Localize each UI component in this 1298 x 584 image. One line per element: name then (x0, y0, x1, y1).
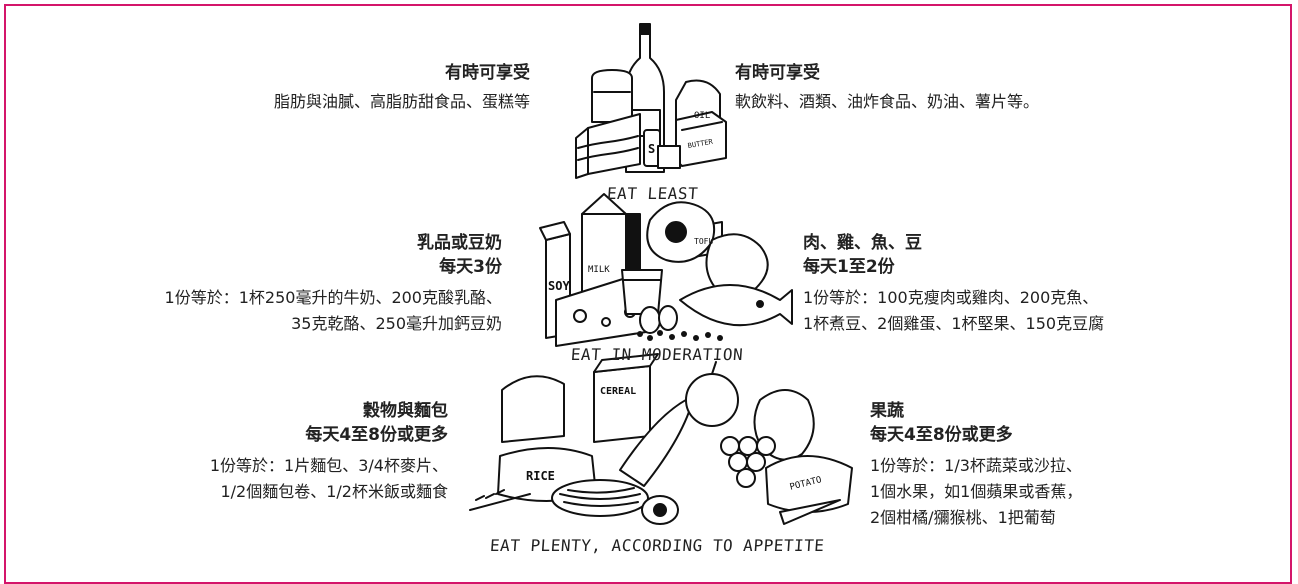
mid-left-title: 乳品或豆奶 (417, 233, 502, 253)
top-left-line: 脂肪與油膩、高脂肪甜食品、蛋糕等 (273, 92, 530, 111)
middle-tier-foods (539, 193, 793, 347)
bottom-tier-foods (469, 353, 853, 525)
label-rice: RICE (526, 469, 555, 483)
bottom-left-line-1: 1份等於：1片麵包、3/4杯麥片、 (209, 456, 448, 475)
label-soy: SOY (548, 279, 570, 293)
top-right-block: 有時可享受 軟飲料、酒類、油炸食品、奶油、薯片等。 (735, 61, 1235, 113)
mid-right-line-1: 1份等於：100克瘦肉或雞肉、200克魚、 (803, 288, 1099, 307)
eat-least-label: EAT LEAST (606, 184, 699, 203)
mid-right-line-2: 1杯煮豆、2個雞蛋、1杯堅果、150克豆腐 (803, 314, 1105, 333)
svg-text:S: S (648, 142, 655, 156)
bottom-left-title: 穀物與麵包 (363, 401, 448, 421)
top-left-title: 有時可享受 (445, 63, 530, 83)
bottom-left-subtitle: 每天4至8份或更多 (305, 425, 448, 445)
bottom-right-line-1: 1份等於：1/3杯蔬菜或沙拉、 (870, 456, 1082, 475)
mid-left-subtitle: 每天3份 (439, 257, 502, 277)
bottom-right-line-3: 2個柑橘/獼猴桃、1把葡萄 (870, 508, 1056, 527)
label-tofu: TOFU (694, 237, 713, 246)
mid-right-subtitle: 每天1至2份 (803, 257, 895, 277)
mid-right-title: 肉、雞、魚、豆 (803, 233, 922, 253)
top-right-title: 有時可享受 (735, 63, 820, 83)
mid-left-line-1: 1份等於：1杯250毫升的牛奶、200克酸乳酪、 (164, 288, 502, 307)
eat-moderation-label: EAT IN MODERATION (570, 345, 744, 364)
label-cereal: CEREAL (600, 386, 636, 397)
top-tier-foods: S (575, 23, 727, 179)
food-pyramid-illustration: S (469, 23, 853, 525)
top-left-block: 有時可享受 脂肪與油膩、高脂肪甜食品、蛋糕等 (110, 61, 530, 113)
mid-left-line-2: 35克乾酪、250毫升加鈣豆奶 (291, 314, 502, 333)
bottom-left-block: 穀物與麵包 每天4至8份或更多 1份等於：1片麵包、3/4杯麥片、 1/2個麵包… (28, 399, 448, 503)
top-right-line: 軟飲料、酒類、油炸食品、奶油、薯片等。 (735, 92, 1040, 111)
bottom-right-line-2: 1個水果，如1個蘋果或香蕉， (870, 482, 1083, 501)
eat-plenty-label: EAT PLENTY, ACCORDING TO APPETITE (489, 536, 826, 555)
bottom-right-title: 果蔬 (870, 401, 904, 421)
bottom-right-block: 果蔬 每天4至8份或更多 1份等於：1/3杯蔬菜或沙拉、 1個水果，如1個蘋果或… (870, 399, 1270, 529)
label-milk: MILK (588, 265, 610, 275)
mid-right-block: 肉、雞、魚、豆 每天1至2份 1份等於：100克瘦肉或雞肉、200克魚、 1杯煮… (803, 231, 1283, 335)
bottom-left-line-2: 1/2個麵包卷、1/2杯米飯或麵食 (220, 482, 448, 501)
label-oil: OIL (694, 111, 710, 121)
mid-left-block: 乳品或豆奶 每天3份 1份等於：1杯250毫升的牛奶、200克酸乳酪、 35克乾… (22, 231, 502, 335)
bottom-right-subtitle: 每天4至8份或更多 (870, 425, 1013, 445)
